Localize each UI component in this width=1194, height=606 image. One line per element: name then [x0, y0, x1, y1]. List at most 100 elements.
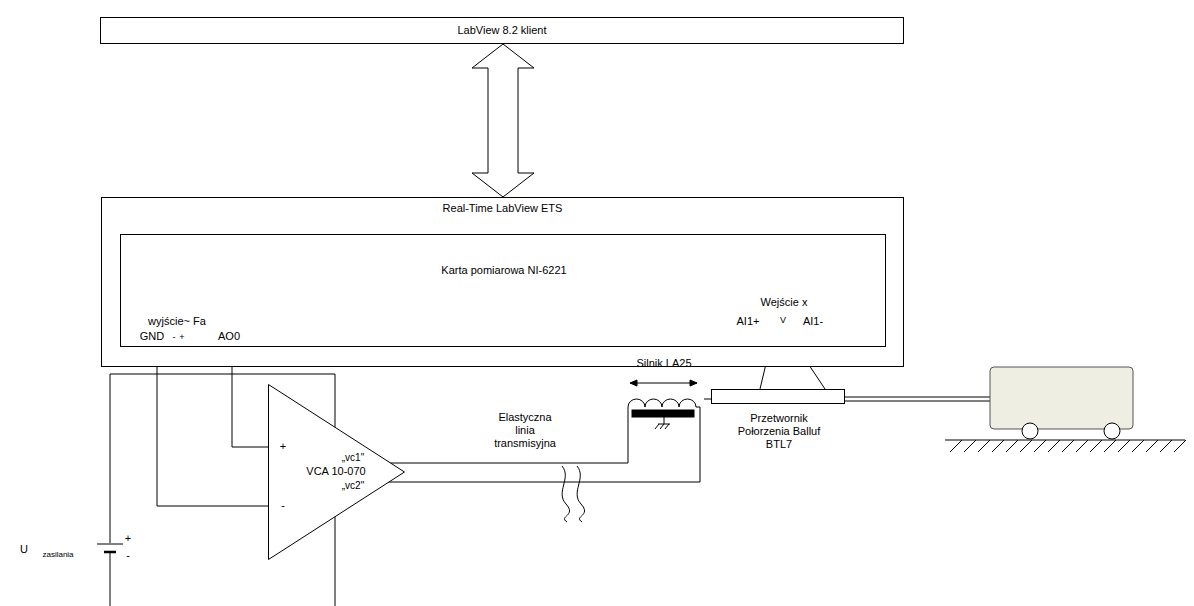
amplifier-outline	[269, 385, 405, 560]
hatch-stroke	[978, 440, 990, 452]
label-holder: +	[280, 440, 286, 453]
text-holder: Karta pomiarowa NI-6221	[439, 264, 569, 277]
signal-label: Wejście x	[761, 296, 808, 309]
battery-plate	[104, 551, 116, 554]
arrowhead	[630, 380, 697, 386]
ground-symbol	[655, 417, 670, 429]
hatch-stroke	[1062, 440, 1074, 452]
wire	[760, 347, 770, 389]
source-symbol	[169, 328, 187, 346]
motion-arrow	[630, 383, 697, 384]
hatch-stroke	[1104, 440, 1116, 452]
hatch-stroke	[992, 440, 1004, 452]
signal-label: „vc1"	[342, 452, 364, 464]
text-holder: Silnik LA25	[604, 357, 724, 370]
realtime-box: Real-Time LabView ETS Karta pomiarowa NI-…	[101, 197, 904, 367]
node-text: LabView 8.2 klient	[457, 24, 546, 37]
hatch-stroke	[1034, 440, 1046, 452]
node-text: Karta pomiarowa NI-6221	[439, 264, 569, 277]
double-arrow	[472, 44, 534, 197]
signal-label: -	[126, 549, 130, 562]
wire	[388, 433, 700, 482]
signal-label: +	[125, 532, 131, 545]
label-holder: -	[173, 332, 176, 343]
hatch-stroke	[1006, 440, 1018, 452]
daq-card-box: Karta pomiarowa NI-6221	[120, 234, 886, 347]
hatch-stroke	[1048, 440, 1060, 452]
hatch-stroke	[950, 440, 962, 452]
label-holder: AO0	[218, 330, 240, 343]
signal-label: +	[179, 332, 184, 343]
label-holder: zasilania	[42, 550, 73, 560]
label-holder: AI1-	[803, 315, 823, 328]
node-text: Przetwornik Połorzenia Balluf BTL7	[724, 412, 834, 452]
motor-symbol: Silnik LA25	[624, 393, 704, 433]
wire	[157, 347, 268, 506]
label-holder: -	[281, 499, 285, 512]
wire	[187, 337, 217, 338]
hatch-stroke	[1090, 440, 1102, 452]
ground-line	[945, 440, 1185, 441]
signal-label: wyjście~ Fa	[148, 315, 206, 328]
label-holder: Elastyczna linia transmisyjna	[489, 411, 561, 451]
cart-body	[990, 367, 1133, 429]
text-holder: VCA 10-070	[290, 465, 382, 478]
wire	[390, 433, 628, 463]
wire	[161, 337, 169, 338]
cart-wheel	[1104, 423, 1120, 439]
cart-wheel	[1022, 423, 1038, 439]
wire	[797, 347, 825, 389]
signal-label: AI1+	[737, 315, 760, 328]
text-holder: LabView 8.2 klient	[101, 18, 903, 43]
node-text: VCA 10-070	[290, 465, 382, 478]
node-text: Real-Time LabView ETS	[102, 202, 903, 215]
flex-line-mark	[562, 466, 570, 522]
hatch-stroke	[1076, 440, 1088, 452]
rod	[845, 401, 990, 402]
rod	[845, 397, 990, 398]
triangle-outline	[268, 384, 405, 560]
hatch-stroke	[1118, 440, 1130, 452]
signal-label: AI1-	[803, 315, 823, 328]
label-holder: -	[126, 549, 130, 562]
wire	[704, 399, 711, 400]
hatch-stroke	[964, 440, 976, 452]
position-sensor-box: Przetwornik Połorzenia Balluf BTL7	[711, 389, 845, 404]
label-holder: +	[125, 532, 131, 545]
signal-label: V	[780, 315, 786, 326]
label-holder: GND	[140, 330, 164, 343]
client-box: LabView 8.2 klient	[100, 17, 904, 44]
signal-label: +	[280, 440, 286, 453]
signal-label: -	[173, 332, 176, 343]
hatch-stroke	[1174, 440, 1186, 452]
signal-label: -	[281, 499, 285, 512]
amplifier-triangle: VCA 10-070	[268, 384, 405, 560]
motor-core	[632, 410, 694, 417]
label-holder: Wejście x	[761, 296, 808, 309]
signal-label: zasilania	[42, 550, 73, 560]
label-holder: +	[179, 332, 184, 343]
voltmeter-symbol	[775, 312, 791, 328]
signal-label: GND	[140, 330, 164, 343]
node-text: Silnik LA25	[604, 357, 724, 370]
signal-label: Elastyczna linia transmisyjna	[489, 411, 561, 451]
text-holder: Przetwornik Połorzenia Balluf BTL7	[724, 412, 834, 452]
wire	[770, 320, 797, 348]
label-holder: U	[20, 543, 28, 556]
hatch-stroke	[1146, 440, 1158, 452]
motor-coil	[628, 399, 700, 433]
power-housing	[110, 374, 335, 606]
label-holder: V	[780, 315, 786, 326]
label-holder: AI1+	[737, 315, 760, 328]
signal-label: AO0	[218, 330, 240, 343]
text-holder: Real-Time LabView ETS	[102, 202, 903, 215]
hatch-stroke	[1020, 440, 1032, 452]
wire	[232, 347, 268, 447]
flex-line-mark	[577, 466, 585, 522]
hatch-stroke	[1132, 440, 1144, 452]
signal-label: U	[20, 543, 28, 556]
